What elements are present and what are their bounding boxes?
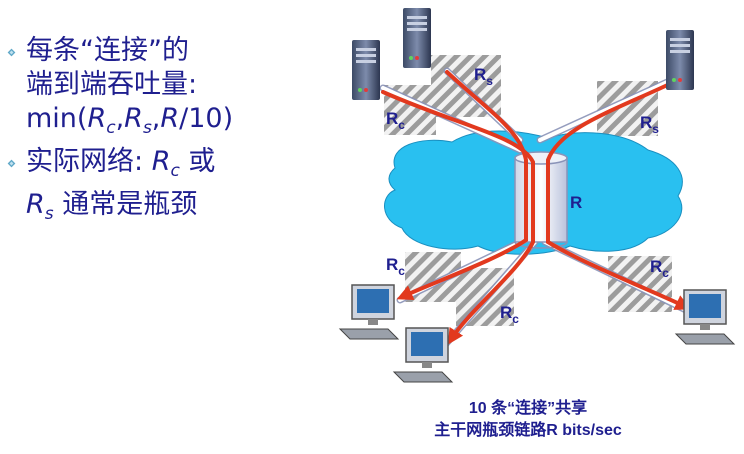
- link-label-rs-top: Rs: [474, 65, 493, 88]
- diamond-bullet-icon: [7, 159, 16, 168]
- link-label-rc-mid: Rc: [500, 303, 519, 326]
- bullet-1-line-1: 每条“连接”的: [26, 35, 189, 66]
- link-label-rs-right: Rs: [640, 113, 659, 136]
- computer-icon: [338, 284, 400, 340]
- bullet-1-line-2: 端到端吞吐量:: [26, 69, 198, 100]
- bullet-list: 每条“连接”的 端到端吞吐量: min(Rc,Rs,R/10) 实际网络: Rc…: [6, 34, 296, 231]
- diagram-caption: 10 条“连接”共享 主干网瓶颈链路R bits/sec: [380, 398, 676, 442]
- throughput-formula: min(Rc,Rs,R/10): [26, 103, 234, 138]
- link-label-rc-right: Rc: [650, 257, 669, 280]
- link-label-core: R: [570, 193, 582, 212]
- bullet-bottleneck: 实际网络: Rc 或 Rs 通常是瓶颈: [6, 145, 296, 231]
- caption-line-1: 10 条“连接”共享: [468, 400, 588, 417]
- bottleneck-pipe: [514, 151, 568, 249]
- bullet-2-line-1: 实际网络: Rc 或: [26, 146, 216, 181]
- link-label-rc-hidden: Rc: [386, 109, 405, 132]
- diamond-bullet-icon: [7, 48, 16, 57]
- server-icon: [666, 30, 694, 90]
- link-label-rc-left: Rc: [386, 255, 405, 278]
- server-icon: [352, 40, 380, 100]
- bullet-2-line-2: Rs 通常是瓶颈: [26, 189, 198, 224]
- server-icon: [403, 8, 431, 68]
- computer-icon: [392, 327, 454, 383]
- computer-icon: [674, 289, 736, 345]
- caption-line-2: 主干网瓶颈链路R bits/sec: [434, 422, 622, 439]
- flow-paths: [381, 70, 692, 345]
- bullet-throughput: 每条“连接”的 端到端吞吐量: min(Rc,Rs,R/10): [6, 34, 296, 145]
